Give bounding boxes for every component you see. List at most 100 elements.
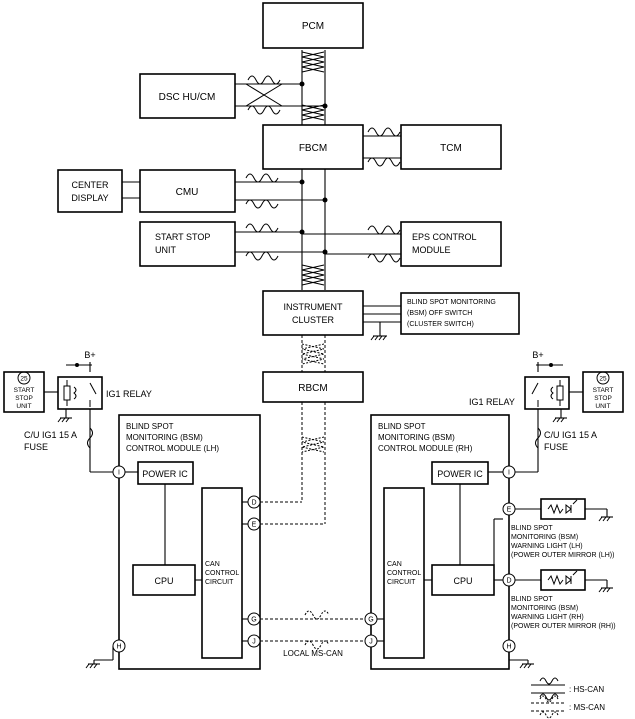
lh-pin-j: J: [247, 634, 261, 648]
svg-text:D: D: [251, 500, 256, 507]
left-start-stop-line1: START: [14, 387, 35, 394]
eps-line2: MODULE: [412, 245, 451, 255]
rh-cpu: CPU: [453, 576, 472, 586]
right-start-stop-line2: STOP: [594, 395, 612, 402]
legend: : HS-CAN : MS-CAN: [531, 677, 605, 719]
dsc-label: DSC HU/CM: [159, 92, 216, 103]
lh-title-line1: BLIND SPOT: [126, 422, 174, 431]
lh-power-ic: POWER IC: [142, 469, 188, 479]
svg-text:H: H: [506, 644, 511, 651]
local-ms-can-label: LOCAL MS-CAN: [283, 649, 343, 658]
rh-can-line1: CAN: [387, 561, 402, 568]
lh-title-line2: MONITORING (BSM): [126, 433, 203, 442]
bsm-switch-line1: BLIND SPOT MONITORING: [407, 299, 496, 306]
center-display-line2: DISPLAY: [71, 193, 108, 203]
lh-pin-i: I: [112, 465, 126, 479]
warning-lh-line2: MONITORING (BSM): [511, 534, 578, 541]
warning-rh-line1: BLIND SPOT: [511, 596, 553, 603]
local-ms-can: LOCAL MS-CAN: [260, 610, 370, 658]
lh-pin-e: E: [247, 517, 261, 531]
cluster-line2: CLUSTER: [292, 315, 335, 325]
start-stop-module: START STOP UNIT: [139, 221, 328, 267]
cluster-line1: INSTRUMENT: [284, 302, 343, 312]
svg-text:G: G: [251, 617, 256, 624]
bsm-module-rh: BLIND SPOT MONITORING (BSM) CONTROL MODU…: [364, 414, 534, 670]
start-stop-line2: UNIT: [155, 245, 176, 255]
dsc-module: DSC HU/CM: [139, 73, 328, 119]
cmu-label: CMU: [176, 187, 199, 198]
fbcm-label: FBCM: [299, 143, 327, 154]
left-start-stop-line3: UNIT: [16, 403, 31, 410]
rbcm-module: RBCM: [262, 371, 364, 403]
rh-pin-j: J: [364, 634, 378, 648]
svg-text:I: I: [508, 470, 510, 477]
lh-title-line3: CONTROL MODULE (LH): [126, 444, 219, 453]
svg-text:E: E: [507, 507, 512, 514]
warning-light-lh: BLIND SPOT MONITORING (BSM) WARNING LIGH…: [511, 498, 614, 559]
rh-power-ic: POWER IC: [437, 469, 483, 479]
legend-ms-can: : MS-CAN: [569, 703, 605, 712]
right-fuse-number: 25: [599, 376, 607, 383]
eps-line1: EPS CONTROL: [412, 232, 477, 242]
rh-pin-i: I: [502, 465, 516, 479]
rh-pin-h: H: [502, 639, 516, 653]
hs-can-twist-symbols: [301, 51, 325, 286]
svg-text:H: H: [116, 644, 121, 651]
left-relay-label: IG1 RELAY: [106, 389, 152, 399]
lh-cpu: CPU: [154, 576, 173, 586]
rh-can-line3: CIRCUIT: [387, 579, 416, 586]
legend-hs-can: : HS-CAN: [569, 685, 604, 694]
warning-light-rh: BLIND SPOT MONITORING (BSM) WARNING LIGH…: [511, 569, 616, 630]
left-fuse-line2: FUSE: [24, 442, 48, 452]
rh-pin-g: G: [364, 612, 378, 626]
right-power-circuit: 25 START STOP UNIT B+ IG1 RELAY C/U IG1 …: [469, 350, 624, 473]
center-display-module: CENTER DISPLAY: [57, 169, 140, 213]
hs-can-trunk: [301, 50, 326, 290]
left-power-circuit: 25 START STOP UNIT B+ IG1 RELAY C/U IG1 …: [3, 350, 152, 473]
pcm-label: PCM: [302, 21, 324, 32]
svg-text:J: J: [369, 639, 373, 646]
warning-lh-line4: (POWER OUTER MIRROR (LH)): [511, 552, 614, 559]
rbcm-label: RBCM: [298, 383, 327, 394]
bsm-switch-line3: (CLUSTER SWITCH): [407, 321, 474, 328]
bsm-switch-line2: (BSM) OFF SWITCH: [407, 310, 472, 317]
svg-text:I: I: [118, 470, 120, 477]
eps-module: EPS CONTROL MODULE: [302, 221, 502, 267]
svg-text:J: J: [252, 639, 256, 646]
warning-lh-line1: BLIND SPOT: [511, 525, 553, 532]
rh-pin-e: E: [502, 502, 516, 516]
rh-title-line3: CONTROL MODULE (RH): [378, 444, 473, 453]
right-fuse-line1: C/U IG1 15 A: [544, 430, 597, 440]
right-bplus: B+: [532, 350, 543, 360]
bsm-module-lh: BLIND SPOT MONITORING (BSM) CONTROL MODU…: [85, 414, 261, 670]
lh-can-line2: CONTROL: [205, 570, 239, 577]
svg-text:E: E: [252, 522, 257, 529]
lh-pin-g: G: [247, 612, 261, 626]
warning-rh-line2: MONITORING (BSM): [511, 605, 578, 612]
center-display-line1: CENTER: [71, 180, 109, 190]
left-fuse-number: 25: [20, 376, 28, 383]
fbcm-module: FBCM: [262, 124, 364, 170]
lh-can-line1: CAN: [205, 561, 220, 568]
warning-rh-line4: (POWER OUTER MIRROR (RH)): [511, 623, 616, 630]
right-relay-label: IG1 RELAY: [469, 397, 515, 407]
lh-pin-h: H: [112, 639, 126, 653]
right-start-stop-line1: START: [593, 387, 614, 394]
svg-text:G: G: [368, 617, 373, 624]
left-start-stop-line2: STOP: [15, 395, 33, 402]
left-fuse-line1: C/U IG1 15 A: [24, 430, 77, 440]
tcm-module: TCM: [363, 124, 502, 170]
pcm-module: PCM: [262, 2, 364, 49]
ms-can-rbcm-lh: [260, 402, 326, 525]
start-stop-line1: START STOP: [155, 232, 210, 242]
rh-can-line2: CONTROL: [387, 570, 421, 577]
instrument-cluster-module: INSTRUMENT CLUSTER: [262, 290, 401, 341]
left-bplus: B+: [84, 350, 95, 360]
rh-pin-d: D: [502, 573, 516, 587]
rh-title-line2: MONITORING (BSM): [378, 433, 455, 442]
bsm-off-switch: BLIND SPOT MONITORING (BSM) OFF SWITCH (…: [400, 292, 520, 335]
lh-pin-d: D: [247, 495, 261, 509]
tcm-label: TCM: [440, 143, 462, 154]
lh-can-line3: CIRCUIT: [205, 579, 234, 586]
